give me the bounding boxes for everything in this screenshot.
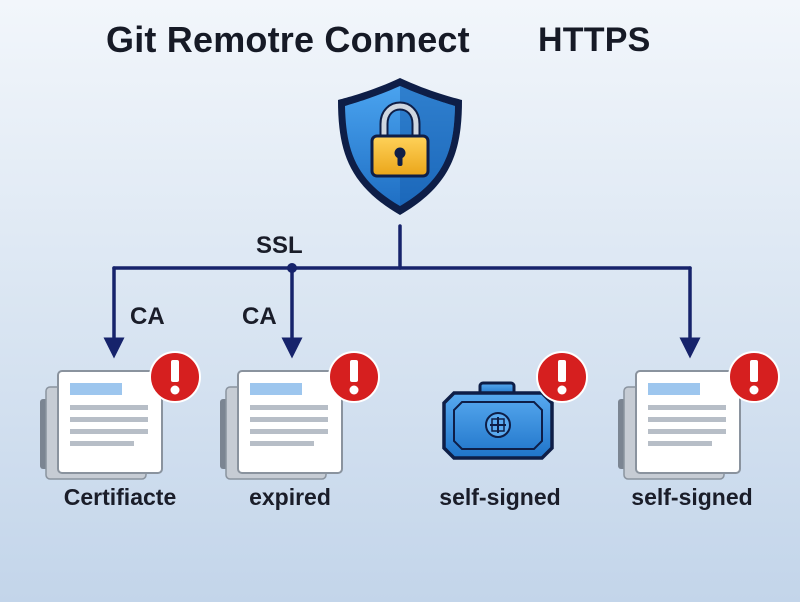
- shield-lock-icon: [338, 78, 462, 215]
- alert-icon: [149, 351, 201, 403]
- badge-token-icon: [442, 381, 554, 460]
- edge-label-ca: CA: [242, 303, 277, 330]
- edge-label-ca: CA: [130, 303, 165, 330]
- certificate-document-icon: [40, 370, 163, 480]
- title-main: Git Remotre Connect: [106, 19, 470, 60]
- alert-icon: [728, 351, 780, 403]
- certificate-document-icon: [220, 370, 343, 480]
- node-label-expired: expired: [249, 484, 331, 510]
- edge-label-ssl: SSL: [256, 232, 303, 259]
- title-https: HTTPS: [538, 21, 651, 59]
- alert-icon: [328, 351, 380, 403]
- alert-icon: [536, 351, 588, 403]
- junction-dot: [287, 263, 297, 273]
- node-label-self-signed: self-signed: [631, 484, 753, 510]
- certificate-document-icon: [618, 370, 741, 480]
- page-title: Git Remotre Connect HTTPS: [0, 14, 800, 66]
- node-label-certificate: Certifiacte: [63, 484, 177, 510]
- connector-lines: [103, 224, 701, 359]
- node-label-self-signed: self-signed: [439, 484, 561, 510]
